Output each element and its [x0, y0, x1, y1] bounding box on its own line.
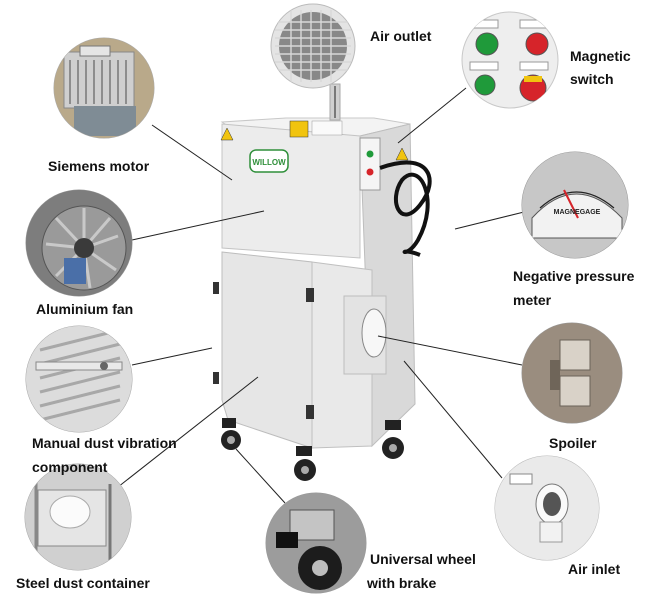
detail-magnetic-switch [461, 11, 559, 109]
callout-line-negative-pressure [454, 211, 525, 230]
detail-air-inlet [494, 455, 600, 561]
control-panel-red-button [366, 168, 374, 176]
spoiler-plate-bottom [559, 375, 591, 407]
outlet-mesh [275, 10, 351, 82]
detail-siemens-motor [53, 37, 155, 139]
side-latch-bottom [213, 372, 219, 384]
label-universal-wheel-line2: with brake [367, 575, 437, 591]
callout-line-air-inlet [403, 360, 503, 479]
brand-logo: WILLOW [252, 158, 286, 167]
inlet-opening [361, 308, 387, 358]
cabinet-front-upper [221, 123, 361, 259]
callout-line-steel-container [117, 376, 259, 488]
label-negative-pressure-line1: Negative pressure [513, 268, 635, 284]
door-hinge-bottom [306, 405, 314, 419]
caster-front-left [221, 418, 241, 450]
control-panel [359, 137, 381, 191]
detail-aluminium-fan [25, 189, 133, 297]
warning-sticker-side [395, 147, 409, 161]
label-siemens-motor: Siemens motor [48, 158, 150, 174]
warning-sticker-top [289, 120, 309, 138]
label-magnetic-switch-line1: Magnetic [570, 48, 631, 64]
red-stop-button [525, 32, 549, 56]
label-manual-dust-line1: Manual dust vibration [32, 435, 177, 451]
label-aluminium-fan: Aluminium fan [36, 301, 134, 317]
label-manual-dust-line2: component [32, 459, 108, 475]
callout-line-spoiler [377, 335, 523, 366]
gauge-needle [563, 189, 579, 219]
warning-sticker-left [220, 127, 234, 141]
gauge-brand: MAGNEGAGE [554, 209, 601, 216]
side-latch-top [213, 282, 219, 294]
vibration-rod [35, 361, 123, 371]
label-spoiler: Spoiler [549, 435, 597, 451]
label-universal-wheel-line1: Universal wheel [370, 551, 476, 567]
door-hinge-top [306, 288, 314, 302]
detail-manual-dust-vibration [25, 325, 133, 433]
callout-line-manual-dust [131, 347, 213, 366]
label-magnetic-switch-line2: switch [570, 71, 614, 87]
dust-collector-machine: WILLOW [213, 83, 432, 481]
label-air-inlet: Air inlet [568, 561, 621, 577]
label-steel-dust-container: Steel dust container [16, 575, 150, 591]
detail-air-outlet [270, 3, 356, 89]
brand-logo-badge [249, 149, 289, 173]
gauge-scale [539, 191, 615, 209]
detail-universal-wheel [265, 492, 367, 594]
spoiler-plate-top [559, 339, 591, 371]
nameplate [311, 120, 343, 136]
detail-pressure-meter: MAGNEGAGE [521, 151, 629, 259]
detail-spoiler [521, 322, 623, 424]
callout-line-aluminium-fan [131, 210, 265, 241]
wheel-brake-pedal [276, 532, 298, 548]
label-air-outlet: Air outlet [370, 28, 432, 44]
cabinet-door [221, 251, 313, 449]
callout-line-universal-wheel [235, 448, 286, 504]
power-cable [379, 160, 432, 257]
green-indicator-button [474, 74, 496, 96]
callout-line-magnetic-switch [397, 87, 467, 144]
control-panel-green-button [366, 150, 374, 158]
detail-steel-dust-container [24, 463, 132, 571]
green-start-button [475, 32, 499, 56]
caster-front-right [294, 446, 316, 481]
callout-lines [117, 86, 525, 504]
label-negative-pressure-line2: meter [513, 292, 552, 308]
callout-line-siemens-motor [151, 124, 233, 181]
caster-rear-right [382, 420, 404, 459]
